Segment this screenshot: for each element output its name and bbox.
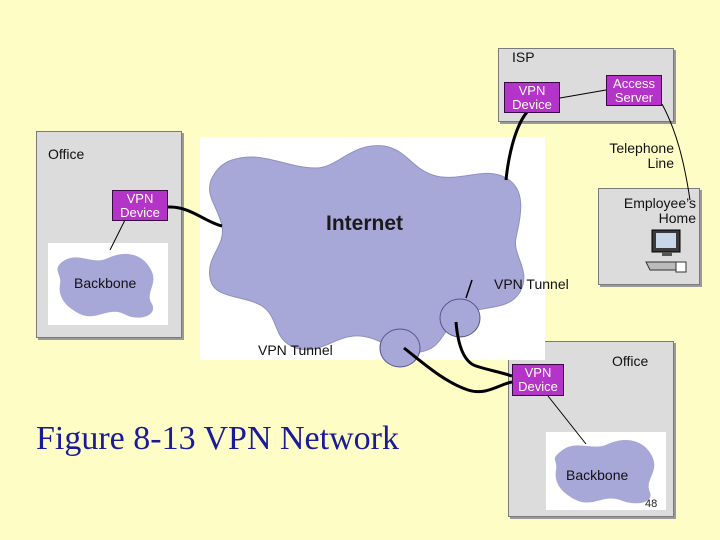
vpn-tunnel-right-label: VPN Tunnel	[494, 276, 569, 292]
telephone-line-label: Telephone Line	[609, 140, 674, 171]
employee-home-label: Employee’s Home	[623, 195, 696, 226]
telephone-line	[661, 103, 691, 201]
isp-vpn-to-internet-line	[504, 111, 529, 181]
office-left-vpn-device: VPN Device	[112, 190, 168, 221]
internet-label: Internet	[326, 212, 404, 235]
figure-caption: Figure 8-13 VPN Network	[36, 420, 399, 457]
backbone-right-cloud	[554, 440, 655, 504]
internet-to-home-line	[465, 279, 473, 299]
tunnel-left-path	[403, 346, 513, 394]
isp-vpn-device: VPN Device	[504, 82, 560, 113]
office-right-vpn-device: VPN Device	[512, 364, 564, 396]
computer-icon	[645, 229, 687, 273]
right-vpn-to-backbone-line	[547, 395, 587, 445]
isp-label: ISP	[512, 49, 535, 65]
tunnel-circle-right	[439, 298, 481, 338]
office-vpn-to-internet-line	[167, 205, 223, 228]
vpn-tunnel-left-label: VPN Tunnel	[258, 342, 333, 358]
office-left-backbone-label: Backbone	[74, 275, 137, 291]
access-server: Access Server	[606, 75, 662, 106]
office-right-backbone-label: Backbone	[566, 467, 629, 483]
isp-vpn-to-access-server-line	[559, 89, 607, 99]
office-right-label: Office	[612, 353, 649, 369]
office-left-label: Office	[48, 146, 85, 162]
office-vpn-to-backbone-line	[109, 219, 126, 251]
backbone-left-cloud	[57, 253, 154, 318]
tunnel-circle-left	[379, 328, 421, 368]
page-number: 48	[645, 498, 658, 510]
tunnel-right-path	[454, 321, 513, 378]
